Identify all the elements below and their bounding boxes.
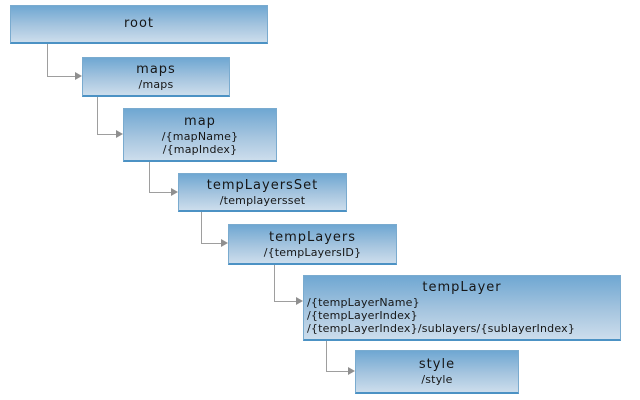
node-templayer-path-2: /{tempLayerIndex} [307, 309, 418, 322]
connector-line [149, 192, 171, 193]
node-map-title: map [184, 113, 216, 129]
arrowhead-icon [348, 367, 355, 375]
node-templayer: tempLayer /{tempLayerName} /{tempLayerIn… [303, 275, 621, 341]
node-style-path: /style [421, 373, 453, 386]
connector-line [274, 265, 275, 302]
node-maps-path: /maps [138, 78, 174, 91]
node-templayersset: tempLayersSet /templayersset [178, 173, 347, 212]
connector-line [326, 371, 348, 372]
node-templayer-path-3: /{tempLayerIndex}/sublayers/{sublayerInd… [307, 322, 576, 335]
node-root: root [10, 5, 268, 44]
node-style-title: style [418, 357, 456, 372]
node-templayers: tempLayers /{tempLayersID} [228, 224, 397, 265]
connector-line [149, 162, 150, 193]
node-templayersset-title: tempLayersSet [206, 177, 319, 193]
arrowhead-icon [221, 239, 228, 247]
node-root-title: root [123, 16, 155, 31]
connector-line [97, 97, 98, 135]
node-templayers-title: tempLayers [268, 229, 357, 245]
arrowhead-icon [171, 188, 178, 196]
node-templayer-path-1: /{tempLayerName} [307, 296, 420, 309]
node-style: style /style [355, 350, 519, 394]
arrowhead-icon [296, 297, 303, 305]
node-templayersset-path: /templayersset [219, 193, 306, 207]
connector-line [97, 134, 116, 135]
node-maps: maps /maps [82, 57, 230, 97]
node-maps-title: maps [136, 62, 176, 77]
arrowhead-icon [116, 130, 123, 138]
connector-line [274, 301, 296, 302]
node-map-path-2: /{mapIndex} [162, 142, 238, 156]
node-map: map /{mapName} /{mapIndex} [123, 108, 277, 162]
connector-line [201, 243, 221, 244]
arrowhead-icon [75, 72, 82, 80]
connector-line [326, 341, 327, 372]
connector-line [201, 212, 202, 244]
connector-line [47, 76, 75, 77]
node-templayer-title: tempLayer [422, 280, 502, 295]
node-templayers-path: /{tempLayersID} [263, 245, 362, 259]
connector-line [47, 44, 48, 77]
node-map-path-1: /{mapName} [161, 129, 239, 143]
